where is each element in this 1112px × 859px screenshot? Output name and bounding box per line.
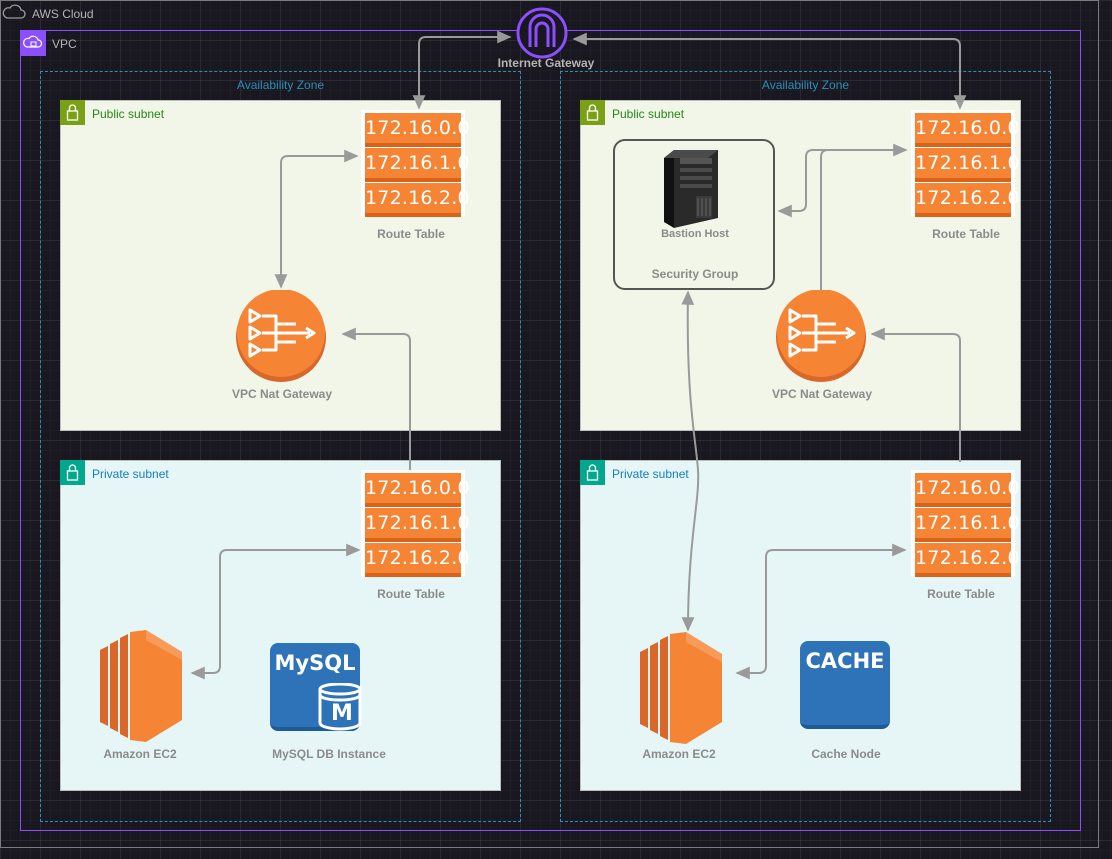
vpc-icon: [20, 30, 46, 56]
connector-igw-to-route-table-1: [412, 30, 512, 110]
availability-zone-1: [40, 71, 521, 822]
internet-gateway-label: Internet Gateway: [497, 56, 595, 70]
internet-gateway-icon[interactable]: [516, 7, 568, 64]
nat-gateway-label: VPC Nat Gateway: [231, 387, 333, 401]
connector-private-rt-2-to-nat-2: [870, 327, 961, 462]
connector-ec2-1-to-route-table: [190, 543, 361, 680]
connector-nat-1-to-route-table: [274, 149, 359, 289]
connector-ec2-2-to-route-table-2: [735, 543, 907, 680]
private-subnet-lock-icon: [60, 460, 85, 485]
nat-gateway-icon[interactable]: [234, 289, 328, 389]
public-subnet-1-label: Public subnet: [92, 107, 165, 121]
route-entry: 172.16.1.0: [915, 508, 1020, 542]
connector-security-group-to-ec2-2: [681, 290, 700, 632]
ec2-label: Amazon EC2: [642, 747, 716, 761]
aws-cloud-label: AWS Cloud: [32, 7, 94, 21]
route-entry: 172.16.0.0: [915, 473, 1020, 507]
ec2-icon[interactable]: [640, 632, 722, 749]
ec2-icon[interactable]: [100, 630, 182, 747]
aws-cloud-group: [0, 0, 1099, 848]
connector-nat-2-to-route-table-2: [820, 149, 840, 290]
cache-node-label: Cache Node: [811, 747, 881, 761]
private-subnet-2-label: Private subnet: [612, 467, 689, 481]
nat-gateway-icon[interactable]: [774, 289, 868, 389]
route-table-public-2[interactable]: 172.16.0.0 172.16.1.0 172.16.2.0: [911, 110, 1020, 217]
vpc-label: VPC: [52, 37, 77, 51]
nat-gateway-label: VPC Nat Gateway: [771, 387, 873, 401]
bastion-host-server-icon[interactable]: [660, 148, 724, 235]
mysql-badge-text: M: [331, 701, 353, 726]
route-table-private-1[interactable]: 172.16.0.0 172.16.1.0 172.16.2.0: [361, 470, 470, 577]
route-table-label: Route Table: [377, 587, 445, 601]
mysql-db-label: MySQL DB Instance: [272, 747, 386, 761]
route-entry: 172.16.1.0: [365, 148, 470, 182]
private-subnet-lock-icon: [580, 460, 605, 485]
route-entry: 172.16.0.0: [365, 113, 470, 147]
route-entry: 172.16.1.0: [915, 148, 1020, 182]
connector-bastion-to-route-table-2: [777, 143, 908, 218]
public-subnet-2-label: Public subnet: [612, 107, 685, 121]
route-table-public-1[interactable]: 172.16.0.0 172.16.1.0 172.16.2.0: [361, 110, 470, 217]
security-group-label: Security Group: [651, 267, 739, 281]
route-entry: 172.16.2.0: [915, 183, 1020, 217]
aws-cloud-icon: [0, 0, 28, 26]
route-entry: 172.16.0.0: [915, 113, 1020, 147]
route-entry: 172.16.2.0: [365, 543, 470, 577]
route-table-label: Route Table: [932, 227, 1000, 241]
route-entry: 172.16.1.0: [365, 508, 470, 542]
public-subnet-lock-icon: [60, 100, 85, 125]
bastion-host-label: Bastion Host: [661, 228, 729, 240]
route-entry: 172.16.2.0: [365, 183, 470, 217]
route-table-private-2[interactable]: 172.16.0.0 172.16.1.0 172.16.2.0: [911, 470, 1020, 577]
connector-igw-to-route-table-2: [572, 32, 967, 110]
connector-private-rt-1-to-nat-1: [341, 327, 411, 470]
private-subnet-1-label: Private subnet: [92, 467, 169, 481]
route-entry: 172.16.2.0: [915, 543, 1020, 577]
security-group[interactable]: [613, 139, 775, 290]
route-entry: 172.16.0.0: [365, 473, 470, 507]
availability-zone-1-label: Availability Zone: [236, 78, 325, 92]
route-table-label: Route Table: [377, 227, 445, 241]
route-table-label: Route Table: [927, 587, 995, 601]
ec2-label: Amazon EC2: [103, 747, 177, 761]
